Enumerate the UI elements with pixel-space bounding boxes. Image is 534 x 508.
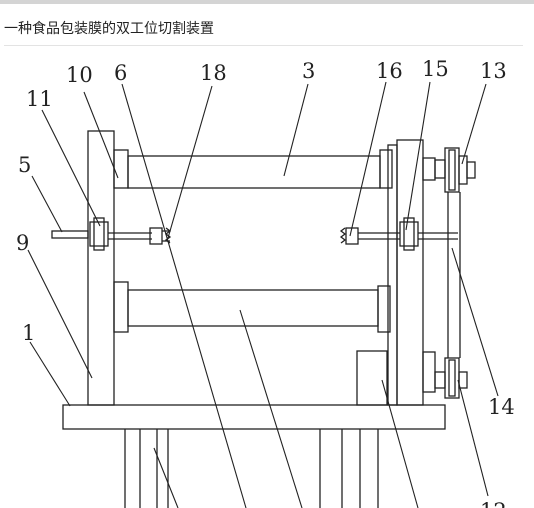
patent-drawing: 10 6 18 3 16 15 13 11 5 9 1 14 12 [0, 46, 534, 508]
base-plate [62, 404, 446, 430]
right-side-frame [396, 139, 424, 406]
motor-box [356, 350, 388, 406]
title-divider [4, 45, 523, 46]
left-upper-bearing [113, 149, 129, 189]
support-legs [124, 429, 379, 508]
right-frame-inner-plate [387, 144, 398, 406]
leader-lines [27, 81, 499, 508]
callout-11: 11 [26, 87, 53, 111]
upper-roller [127, 155, 381, 189]
right-upper-bearing [379, 149, 393, 189]
left-threaded-shaft [51, 217, 172, 251]
top-bar [0, 0, 534, 4]
left-lower-bearing [113, 281, 129, 333]
callout-18: 18 [200, 61, 227, 85]
upper-pulley [422, 147, 476, 193]
callout-10: 10 [66, 63, 93, 87]
callout-12: 12 [480, 499, 507, 508]
callout-6: 6 [114, 61, 127, 85]
callout-15: 15 [422, 57, 449, 81]
callout-16: 16 [376, 59, 403, 83]
lower-pulley [422, 351, 468, 399]
right-threaded-shaft [339, 217, 458, 251]
callout-1: 1 [22, 321, 35, 345]
callout-9: 9 [16, 231, 29, 255]
callout-13: 13 [480, 59, 507, 83]
left-side-frame [87, 130, 115, 406]
callout-5: 5 [18, 153, 31, 177]
page-title: 一种食品包装膜的双工位切割装置 [4, 21, 214, 37]
callout-3: 3 [302, 59, 315, 83]
callout-14: 14 [488, 395, 515, 419]
lower-roller [127, 289, 379, 327]
